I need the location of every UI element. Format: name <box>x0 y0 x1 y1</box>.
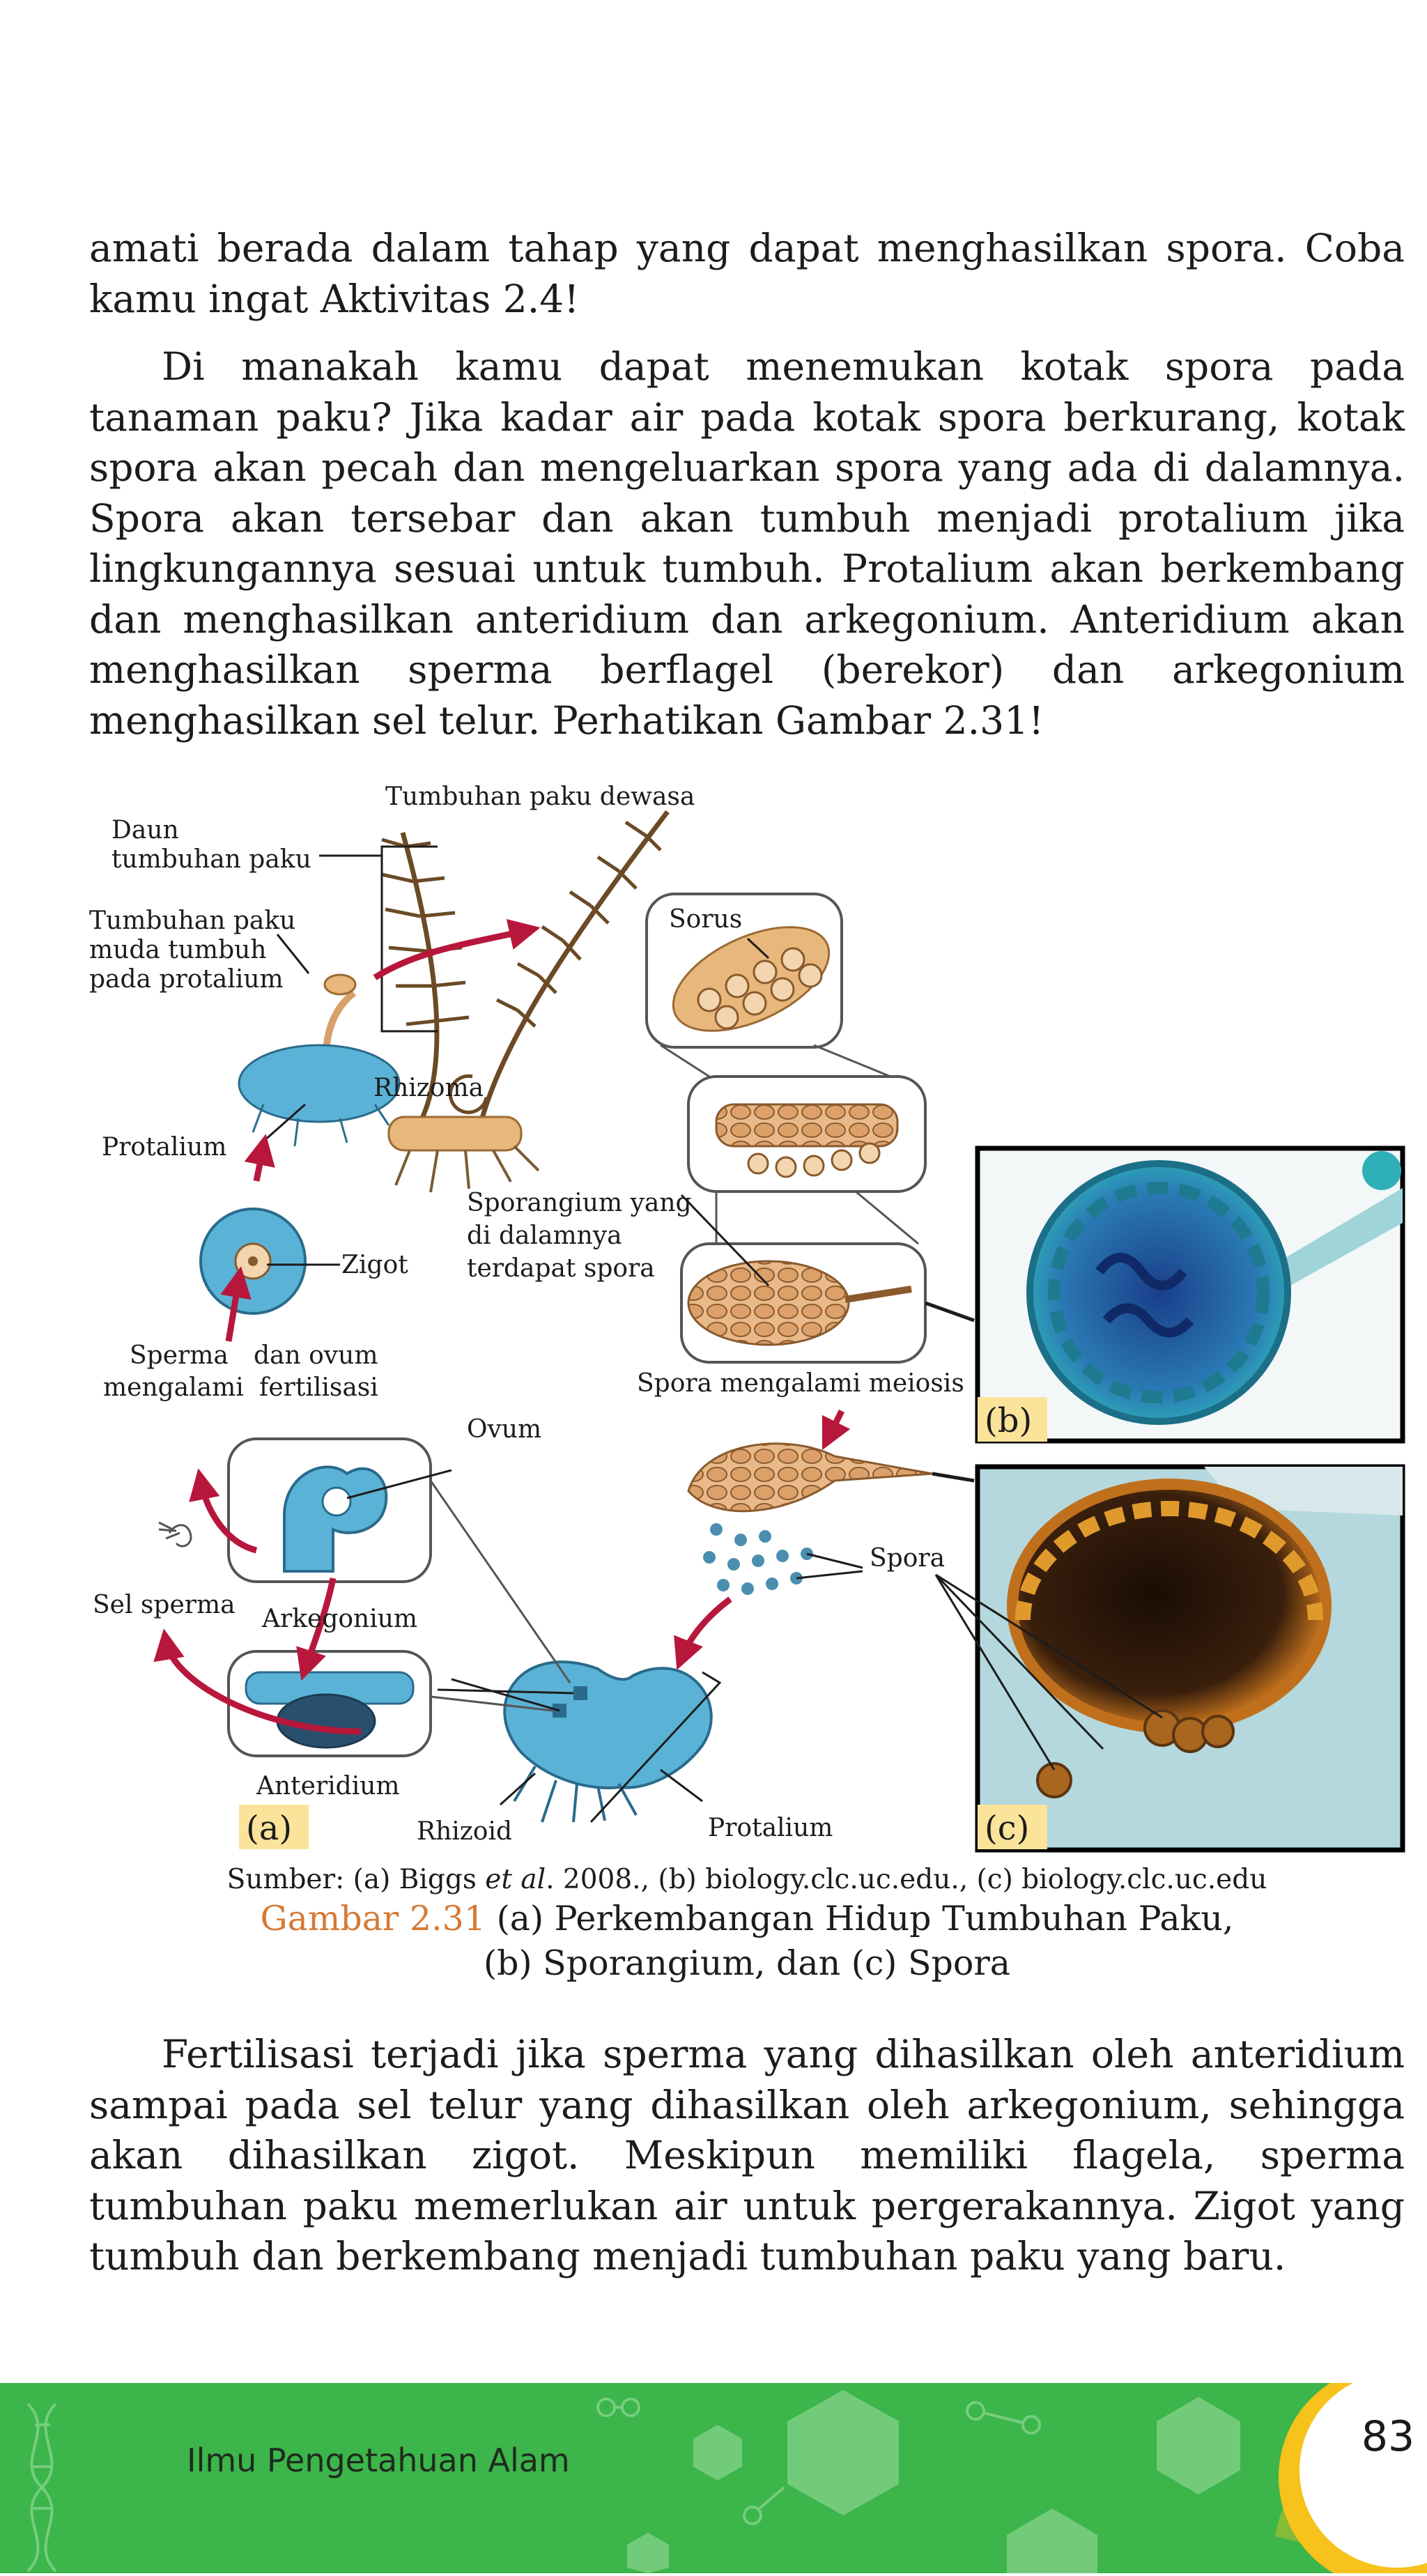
source-suffix: . 2008., (b) biology.clc.uc.edu., (c) bi… <box>546 1864 1267 1895</box>
spore-release-illustration <box>687 1442 933 1595</box>
label-protalium-top: Protalium <box>102 1133 226 1162</box>
caption-text-line1: (a) Perkembangan Hidup Tumbuhan Paku, <box>486 1899 1234 1938</box>
tag-a-background <box>239 1805 309 1849</box>
tag-b-background <box>978 1397 1047 1442</box>
label-tumbuhan-paku-dewasa: Tumbuhan paku dewasa <box>385 782 695 811</box>
paragraph-fertilisasi: Fertilisasi terjadi jika sperma yang dih… <box>89 2032 1405 2278</box>
micrograph-sporangium <box>975 1146 1405 1444</box>
page-number: 83 <box>1361 2412 1415 2461</box>
protalium-illustration <box>503 1660 713 1823</box>
paragraph-spora: Di manakah kamu dapat menemukan kotak sp… <box>89 344 1405 743</box>
figure-number: Gambar 2.31 <box>260 1899 486 1938</box>
label-spora-meiosis: Spora mengalami meiosis <box>637 1369 964 1398</box>
label-spora: Spora <box>870 1544 945 1573</box>
label-zigot: Zigot <box>341 1251 408 1279</box>
tag-c: (c) <box>985 1809 1029 1848</box>
micrograph-spores <box>975 1464 1405 1853</box>
figure-fern-life-cycle: Tumbuhan paku dewasa Daun tumbuhan paku … <box>89 777 1406 1853</box>
label-ovum-line2: fertilisasi <box>259 1373 378 1402</box>
source-italic: et al <box>485 1864 546 1895</box>
label-protalium-bottom: Protalium <box>708 1814 833 1842</box>
sperm-illustration <box>158 1521 192 1548</box>
label-sperma-line1: Sperma <box>130 1341 229 1370</box>
zigot-illustration <box>199 1208 307 1315</box>
label-tumbuhan-muda-line3: pada protalium <box>89 965 284 994</box>
label-sporangium-line1: Sporangium yang <box>467 1189 692 1217</box>
label-arkegonium: Arkegonium <box>261 1605 417 1633</box>
label-tumbuhan-muda-line1: Tumbuhan paku <box>89 907 295 935</box>
label-anteridium: Anteridium <box>256 1772 400 1800</box>
tag-a: (a) <box>246 1809 292 1848</box>
footer-book-title: Ilmu Pengetahuan Alam <box>187 2442 570 2479</box>
adult-fern-illustration <box>381 810 670 1193</box>
label-sperma-line2: mengalami <box>103 1373 244 1402</box>
figure-source: Sumber: (a) Biggs et al. 2008., (b) biol… <box>89 1862 1405 1898</box>
tag-c-background <box>978 1805 1047 1849</box>
footer-banner <box>0 2366 1427 2576</box>
label-ovum: Ovum <box>467 1415 541 1444</box>
paragraph-intro: amati berada dalam tahap yang dapat meng… <box>89 226 1405 321</box>
label-tumbuhan-muda-line2: muda tumbuh <box>89 936 266 964</box>
label-sel-sperma: Sel sperma <box>93 1591 236 1619</box>
label-sporangium-line3: terdapat spora <box>467 1254 655 1283</box>
label-rhizoid: Rhizoid <box>417 1817 512 1846</box>
tag-b: (b) <box>985 1401 1032 1440</box>
young-fern-illustration <box>238 973 401 1147</box>
source-prefix: Sumber: (a) Biggs <box>226 1864 486 1895</box>
label-daun-line2: tumbuhan paku <box>111 845 311 874</box>
label-sorus: Sorus <box>669 905 742 934</box>
figure-caption-line1: Gambar 2.31 (a) Perkembangan Hidup Tumbu… <box>89 1897 1405 1941</box>
figure-caption-line2: (b) Sporangium, dan (c) Spora <box>483 1943 1011 1983</box>
label-daun-line1: Daun <box>111 816 179 844</box>
label-ovum-line1: dan ovum <box>254 1341 378 1370</box>
label-rhizoma: Rhizoma <box>373 1074 484 1102</box>
label-sporangium-line2: di dalamnya <box>467 1221 622 1250</box>
